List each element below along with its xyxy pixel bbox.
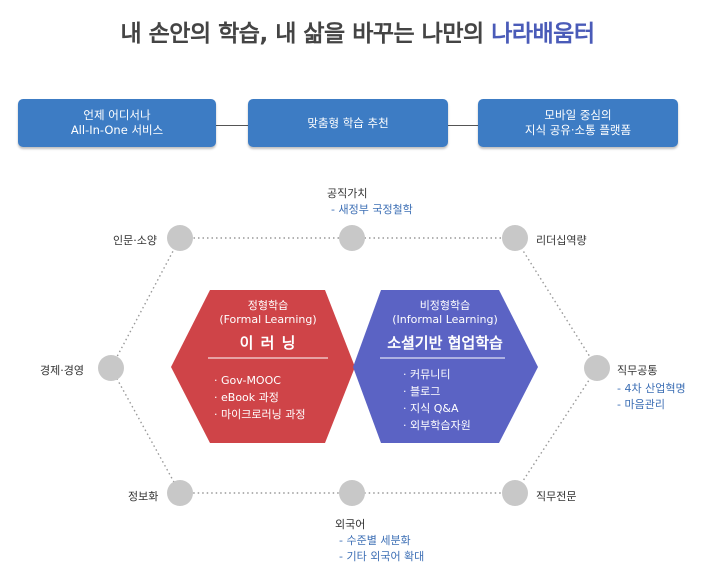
node-sub-foreign-language: - 수준별 세분화 xyxy=(339,534,411,547)
headline-accent: 나라배움터 xyxy=(491,21,595,47)
list-item: 외부학습자원 xyxy=(403,417,471,434)
formal-title: 정형학습 xyxy=(247,299,289,312)
informal-subtitle: (Informal Learning) xyxy=(392,313,498,326)
node-label-humanities: 인문·소양 xyxy=(113,234,157,247)
list-item: 지식 Q&A xyxy=(403,400,471,417)
list-item: 커뮤니티 xyxy=(403,366,471,383)
formal-name: 이 러 닝 xyxy=(239,334,297,352)
informal-name: 소셜기반 협업학습 xyxy=(387,334,503,352)
feature-box-mobile: 모바일 중심의 지식 공유·소통 플랫폼 xyxy=(478,99,678,147)
node-left xyxy=(98,355,124,381)
feature-box-line: 언제 어디서나 xyxy=(83,108,151,122)
node-label-economy: 경제·경영 xyxy=(40,364,84,377)
formal-subtitle: (Formal Learning) xyxy=(219,313,317,326)
page-title: 내 손안의 학습, 내 삶을 바꾸는 나만의 나라배움터 xyxy=(0,14,715,48)
feature-box-line: All-In-One 서비스 xyxy=(70,123,164,137)
informal-item-list: 커뮤니티 블로그 지식 Q&A 외부학습자원 xyxy=(403,366,471,434)
node-sub-foreign-language: - 기타 외국어 확대 xyxy=(339,550,425,563)
node-label-common-duty: 직무공통 xyxy=(617,364,658,377)
node-top-right xyxy=(502,225,528,251)
formal-item-list: Gov-MOOC eBook 과정 마이크로러닝 과정 xyxy=(214,372,305,423)
node-label-leadership: 리더십역량 xyxy=(536,234,587,247)
feature-box-anytime: 언제 어디서나 All-In-One 서비스 xyxy=(18,99,216,147)
node-right xyxy=(584,355,610,381)
node-label-informatization: 정보화 xyxy=(128,490,159,503)
node-label-foreign-language: 외국어 xyxy=(335,518,366,531)
node-sub-common-duty: - 마음관리 xyxy=(617,398,665,411)
outer-dotted-path xyxy=(110,237,598,494)
list-item: 마이크로러닝 과정 xyxy=(214,406,305,423)
node-top xyxy=(339,225,365,251)
node-bottom-left xyxy=(167,480,193,506)
node-bottom xyxy=(339,480,365,506)
feature-box-line: 맞춤형 학습 추천 xyxy=(307,115,389,130)
node-label-professional: 직무전문 xyxy=(536,490,577,503)
node-bottom-right xyxy=(502,480,528,506)
node-sub-common-duty: - 4차 산업혁명 xyxy=(617,382,686,395)
headline-main: 내 손안의 학습, 내 삶을 바꾸는 나만의 xyxy=(120,21,484,47)
list-item: 블로그 xyxy=(403,383,471,400)
feature-box-line: 지식 공유·소통 플랫폼 xyxy=(524,123,632,137)
list-item: eBook 과정 xyxy=(214,389,305,406)
feature-box-recommend: 맞춤형 학습 추천 xyxy=(248,99,448,147)
informal-title: 비정형학습 xyxy=(419,299,471,312)
list-item: Gov-MOOC xyxy=(214,372,305,389)
node-top-left xyxy=(167,225,193,251)
node-sub-public-value: - 새정부 국정철학 xyxy=(331,203,413,216)
feature-box-line: 모바일 중심의 xyxy=(544,108,612,122)
node-label-public-value: 공직가치 xyxy=(327,187,368,200)
